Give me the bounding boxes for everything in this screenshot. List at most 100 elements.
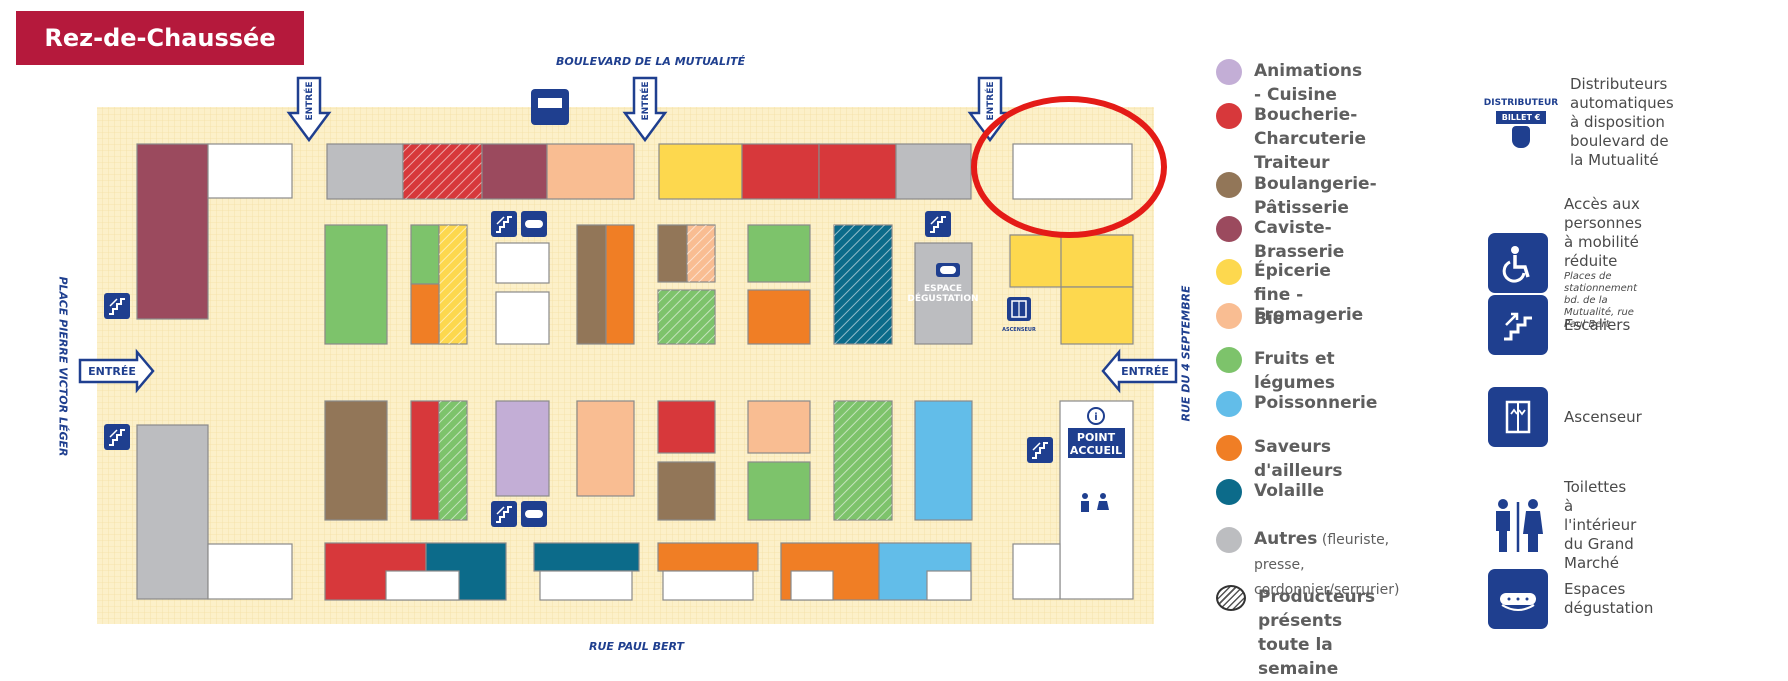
stall-boulangerie [576,224,607,345]
accueil-label-1: POINT [1077,431,1116,444]
entrance-north-3: ENTRÉE [967,76,1013,143]
sandwich-icon [1488,569,1548,629]
legend-label: Caviste-Brasserie [1254,218,1345,262]
stall-fromagerie [747,400,811,454]
toilets-icon [1488,496,1548,556]
ascenseur-label: ASCENSEUR [1002,327,1036,333]
legend-item-poissonnerie: Poissonnerie [1216,391,1377,417]
stall-autres [895,143,972,200]
entrance-label: ENTRÉE [88,365,136,378]
stairs-icon [1488,295,1548,355]
stall-white [495,242,550,284]
legend-swatch [1216,585,1246,611]
stall-white [207,143,293,199]
service-text: Ascenseur [1564,407,1642,426]
entrance-label: ENTRÉE [303,81,315,120]
stall-caviste [481,143,548,200]
stall-fruits [747,224,811,283]
stall-boucherie [410,400,440,521]
legend-label: Saveurs d'ailleurs [1254,437,1343,481]
legend-item-autres: Autres (fleuriste, presse,cordonnier/ser… [1216,527,1399,602]
espace-label-2: DÉGUSTATION [907,292,978,304]
stall-epicerie [1060,286,1134,345]
down-arrow-icon [622,76,668,143]
street-south: RUE PAUL BERT [589,640,684,653]
legend-swatch [1216,259,1242,285]
stall-boucherie [818,143,897,200]
stall-fruits [747,461,811,521]
stairs-icon [104,293,130,319]
service-item-stairs: Escaliers [1488,295,1630,355]
elevator-icon [1488,387,1548,447]
down-arrow-icon [286,76,332,143]
info-glyph: i [1094,412,1097,423]
stall-autres [136,424,209,600]
legend-label: Fruits et légumes [1254,349,1335,393]
producer-hatch [439,225,467,344]
legend-swatch [1216,479,1242,505]
legend-label: Animations - Cuisine [1254,61,1363,105]
producer-hatch [439,401,467,520]
legend-swatch [1216,303,1242,329]
stall-boulangerie [324,400,388,521]
service-item-elevator: Ascenseur [1488,387,1642,447]
legend-item-saveurs: Saveurs d'ailleurs [1216,435,1342,483]
producer-hatch [658,290,715,344]
stall-boucherie [741,143,820,200]
stall-poissonnerie [914,400,973,521]
stall-saveurs [410,283,440,345]
entrance-north-1: ENTRÉE [286,76,332,143]
sandwich-icon [521,211,547,237]
legend-label: Épicerie fine - Bio [1254,261,1331,329]
stall-white [790,570,834,601]
accueil-label-2: ACCUEIL [1070,444,1122,457]
stall-epicerie [658,143,743,200]
service-text: Escaliers [1564,315,1631,334]
legend-item-fruits: Fruits et légumes [1216,347,1335,395]
sandwich-icon [936,263,960,277]
legend-label: Poissonnerie [1254,393,1378,413]
atm-icon [531,89,569,125]
right-arrow-icon [78,348,155,394]
producer-hatch [834,225,892,344]
legend-swatch [1216,347,1242,373]
legend-label: Volaille [1254,481,1325,501]
stall-white [495,291,550,345]
stall-caviste [136,143,209,320]
legend-swatch [1216,172,1242,198]
stall-white [207,543,293,600]
producer-hatch [834,401,892,520]
stall-epicerie [1060,234,1134,288]
highlight-circle [971,96,1167,238]
legend-swatch [1216,59,1242,85]
legend-swatch [1216,527,1242,553]
legend-swatch [1216,391,1242,417]
stall-volaille [533,542,640,572]
stall-fromagerie [546,143,635,200]
highlighted-stall [1012,143,1133,200]
legend-label: Boulangerie-Pâtisserie [1254,174,1377,218]
stall-fruits [410,224,440,285]
legend-swatch [1216,103,1242,129]
stall-cuisine [495,400,550,497]
street-east: RUE DU 4 SEPTEMBRE [1179,285,1193,422]
stairs-icon [104,424,130,450]
stall-white [385,570,460,601]
stall-saveurs [657,542,759,572]
sandwich-icon [521,501,547,527]
stall-saveurs [747,289,811,345]
legend-label: Fromagerie [1254,305,1364,325]
stall-saveurs [605,224,635,345]
producer-hatch [687,225,715,282]
